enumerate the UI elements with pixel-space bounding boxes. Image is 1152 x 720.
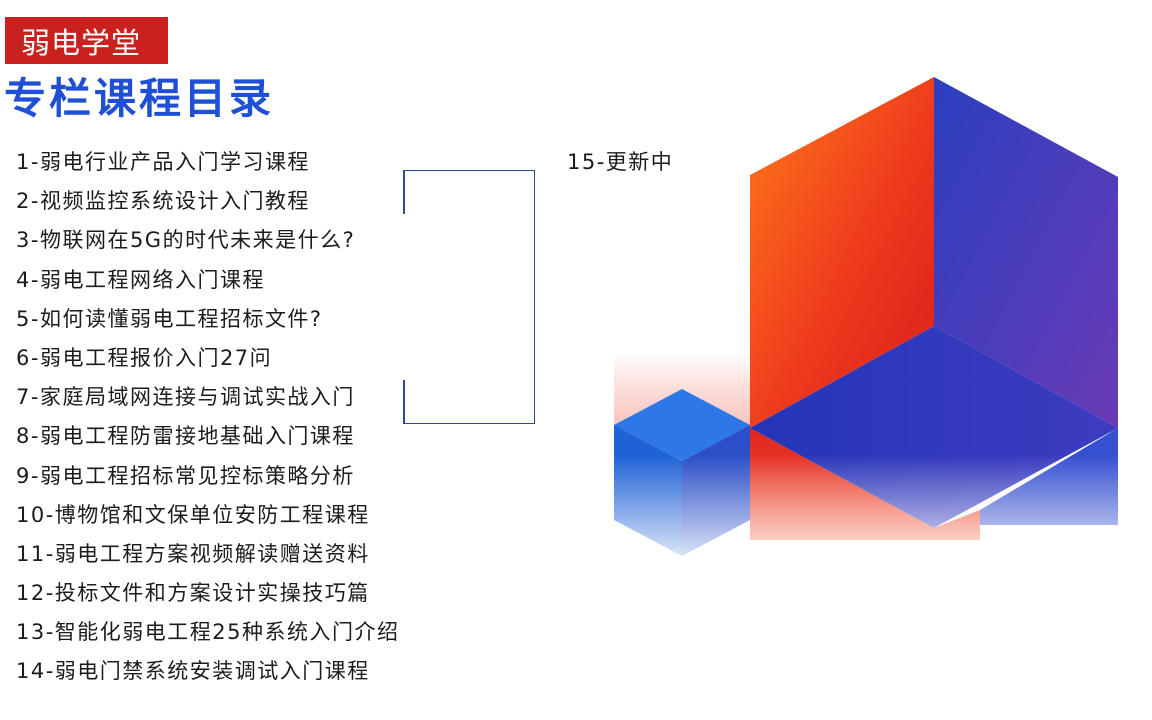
big-cube-red-face	[750, 77, 934, 428]
course-item-6[interactable]: 6-弱电工程报价入门27问	[16, 345, 273, 370]
bracket-stub-top	[403, 170, 405, 214]
course-item-13[interactable]: 13-智能化弱电工程25种系统入门介绍	[16, 620, 400, 645]
course-item-1[interactable]: 1-弱电行业产品入门学习课程	[16, 150, 310, 174]
course-list: 1-弱电行业产品入门学习课程 2-视频监控系统设计入门教程 3-物联网在5G的时…	[16, 143, 400, 692]
bracket-stub-bottom	[403, 380, 405, 424]
bottom-fade	[600, 455, 1140, 570]
course-item-14[interactable]: 14-弱电门禁系统安装调试入门课程	[16, 659, 370, 684]
big-cube-blue-face	[934, 77, 1118, 428]
course-item-9[interactable]: 9-弱电工程招标常见控标策略分析	[16, 463, 355, 488]
cube-illustration	[600, 77, 1140, 570]
course-item-8[interactable]: 8-弱电工程防雷接地基础入门课程	[16, 424, 355, 449]
course-item-11[interactable]: 11-弱电工程方案视频解读赠送资料	[16, 541, 370, 566]
course-item-10[interactable]: 10-博物馆和文保单位安防工程课程	[16, 502, 370, 527]
brand-name: 弱电学堂	[21, 25, 142, 60]
course-item-2[interactable]: 2-视频监控系统设计入门教程	[16, 189, 310, 214]
page-title: 专栏课程目录	[4, 74, 275, 123]
course-item-7[interactable]: 7-家庭局域网连接与调试实战入门	[16, 385, 355, 410]
brand-badge: 弱电学堂	[5, 17, 168, 64]
course-item-15[interactable]: 15-更新中	[567, 150, 674, 174]
course-item-5[interactable]: 5-如何读懂弱电工程招标文件?	[16, 306, 323, 331]
course-item-12[interactable]: 12-投标文件和方案设计实操技巧篇	[16, 581, 370, 606]
bracket-frame	[403, 170, 535, 424]
course-item-4[interactable]: 4-弱电工程网络入门课程	[16, 267, 265, 292]
course-item-3[interactable]: 3-物联网在5G的时代未来是什么?	[16, 228, 356, 253]
